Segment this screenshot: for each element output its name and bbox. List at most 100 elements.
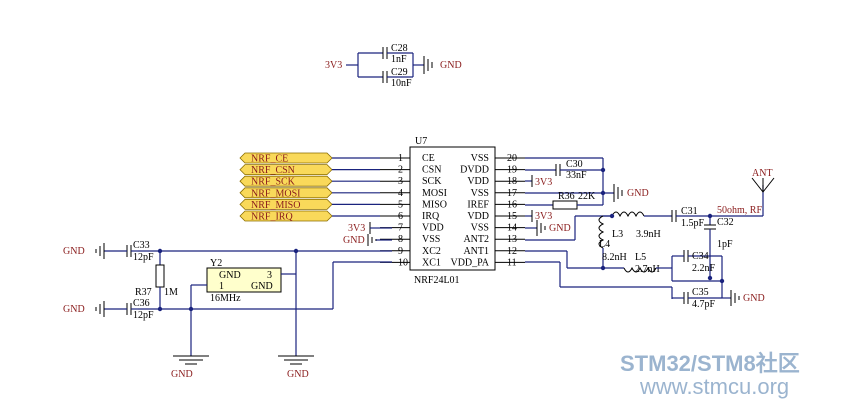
ic-pin-name: SCK [422,176,442,187]
cap-ref-c36: C36 [133,298,150,309]
ic-pin-name: VDD [467,211,489,222]
ic-right-pins: 20VSS19DVDD18VDD17VSS16IREF15VDD14VSS13A… [450,153,525,268]
cap-ref-c32: C32 [717,217,734,228]
resistor-value-r36: 22K [578,191,596,202]
inductor-ref-l4: L4 [599,239,610,250]
crystal-pin3: 3 [267,270,272,281]
ic-pin-name: VSS [471,188,489,199]
rf-matching-network: L3 3.9nH C31 1.5pF C32 1pF ANT 50ohm, RF… [525,168,775,310]
cap-value-c28: 1nF [391,54,407,65]
ic-pin-name: VDD [467,176,489,187]
cap-value-c36: 12pF [133,310,154,321]
ic-pin-number: 9 [398,246,403,257]
power-label-gnd-top: GND [440,60,462,71]
inductor-value-l3: 3.9nH [636,229,661,240]
ic-pin-number: 10 [398,257,408,268]
resistor-ref-r36: R36 [558,191,575,202]
cap-value-c32: 1pF [717,239,733,250]
watermark-title: STM32/STM8社区 [620,351,800,376]
net-label-nrf-ce: NRF_CE [251,154,288,165]
net-label-nrf-sck: NRF_SCK [251,177,296,188]
cap-value-c35: 4.7pF [692,299,716,310]
ic-pin-number: 15 [507,211,517,222]
ic-pin-name: VDD [422,223,444,234]
cap-value-c30: 33nF [566,170,587,181]
cap-ref-c30: C30 [566,159,583,170]
crystal-ref: Y2 [210,258,222,269]
crystal-pin1: 1 [219,281,224,292]
ic-pin-name: CE [422,153,435,164]
power-label-3v3-pin7: 3V3 [348,223,365,234]
power-label-gnd-y2-left: GND [171,369,193,380]
crystal-body [206,267,282,293]
cap-ref-c29: C29 [391,67,408,78]
power-label-gnd-c33: GND [63,246,85,257]
crystal-gnd-1: GND [219,270,241,281]
cap-ref-c34: C34 [692,251,709,262]
ic-pin-name: VDD_PA [450,257,489,268]
ic-pin-number: 7 [398,223,403,234]
ic-pin-number: 16 [507,199,517,210]
watermark: STM32/STM8社区 www.stmcu.org [620,351,800,399]
ic-pin-number: 17 [507,188,517,199]
crystal-value: 16MHz [210,293,241,304]
resistor-value-r37: 1M [164,287,178,298]
cap-value-c34: 2.2nF [692,263,716,274]
power-label-gnd-pin8: GND [343,235,365,246]
power-label-gnd-pin14: GND [549,223,571,234]
ic-name: NRF24L01 [414,275,460,286]
resistor-ref-r37: R37 [135,287,152,298]
decoupling-caps-top: 3V3 GND C28 1nF C29 10nF [325,43,462,89]
ic-ref: U7 [415,136,427,147]
ic-pin-name: XC2 [422,246,441,257]
inductor-value-l5: 2.7nH [635,264,660,275]
cap-value-c33: 12pF [133,252,154,263]
ic-pin-number: 2 [398,165,403,176]
ic-pin-name: IRQ [422,211,440,222]
ic-body [409,146,496,271]
ic-pin-number: 19 [507,165,517,176]
power-label-gnd-y2-right: GND [287,369,309,380]
net-label-nrf-mosi: NRF_MOSI [251,188,300,199]
ic-pin-number: 4 [398,188,403,199]
ic-pin-number: 5 [398,199,403,210]
ic-pin-number: 12 [507,246,517,257]
power-label-3v3-pin18: 3V3 [535,177,552,188]
crystal-gnd-2: GND [251,281,273,292]
power-label-gnd-rf: GND [743,293,765,304]
net-label-nrf-csn: NRF_CSN [251,165,295,176]
ic-pin-number: 11 [507,257,517,268]
cap-ref-c28: C28 [391,43,408,54]
watermark-url: www.stmcu.org [639,374,789,399]
antenna-note: 50ohm, RF [717,205,762,216]
left-supply-network: 3V3 GND [343,222,392,246]
inductor-ref-l3: L3 [612,229,623,240]
cap-value-c29: 10nF [391,78,412,89]
ic-pin-name: ANT2 [463,234,489,245]
ic-pin-name: CSN [422,165,441,176]
ic-pin-number: 6 [398,211,403,222]
power-label-3v3-pin15: 3V3 [535,211,552,222]
ic-pin-name: VSS [471,223,489,234]
right-supply-network: GND C30 33nF 3V3 R36 22K 3V3 GND [525,157,649,236]
ic-pin-name: VSS [471,153,489,164]
cap-ref-c31: C31 [681,206,698,217]
net-label-nrf-miso: NRF_MISO [251,200,300,211]
cap-ref-c33: C33 [133,240,150,251]
cap-value-c31: 1.5pF [681,218,705,229]
ic-pin-number: 8 [398,234,403,245]
ic-pin-name: IREF [467,199,489,210]
ic-pin-number: 3 [398,176,403,187]
antenna-ref: ANT [752,168,773,179]
net-label-nrf-irq: NRF_IRQ [251,212,293,223]
power-label-3v3-top: 3V3 [325,60,342,71]
power-label-gnd-vss: GND [627,188,649,199]
ic-pin-number: 20 [507,153,517,164]
ic-pin-number: 13 [507,234,517,245]
power-label-gnd-c36: GND [63,304,85,315]
net-labels: NRF_CENRF_CSNNRF_SCKNRF_MOSINRF_MISONRF_… [239,152,380,223]
ic-pin-name: VSS [422,234,440,245]
